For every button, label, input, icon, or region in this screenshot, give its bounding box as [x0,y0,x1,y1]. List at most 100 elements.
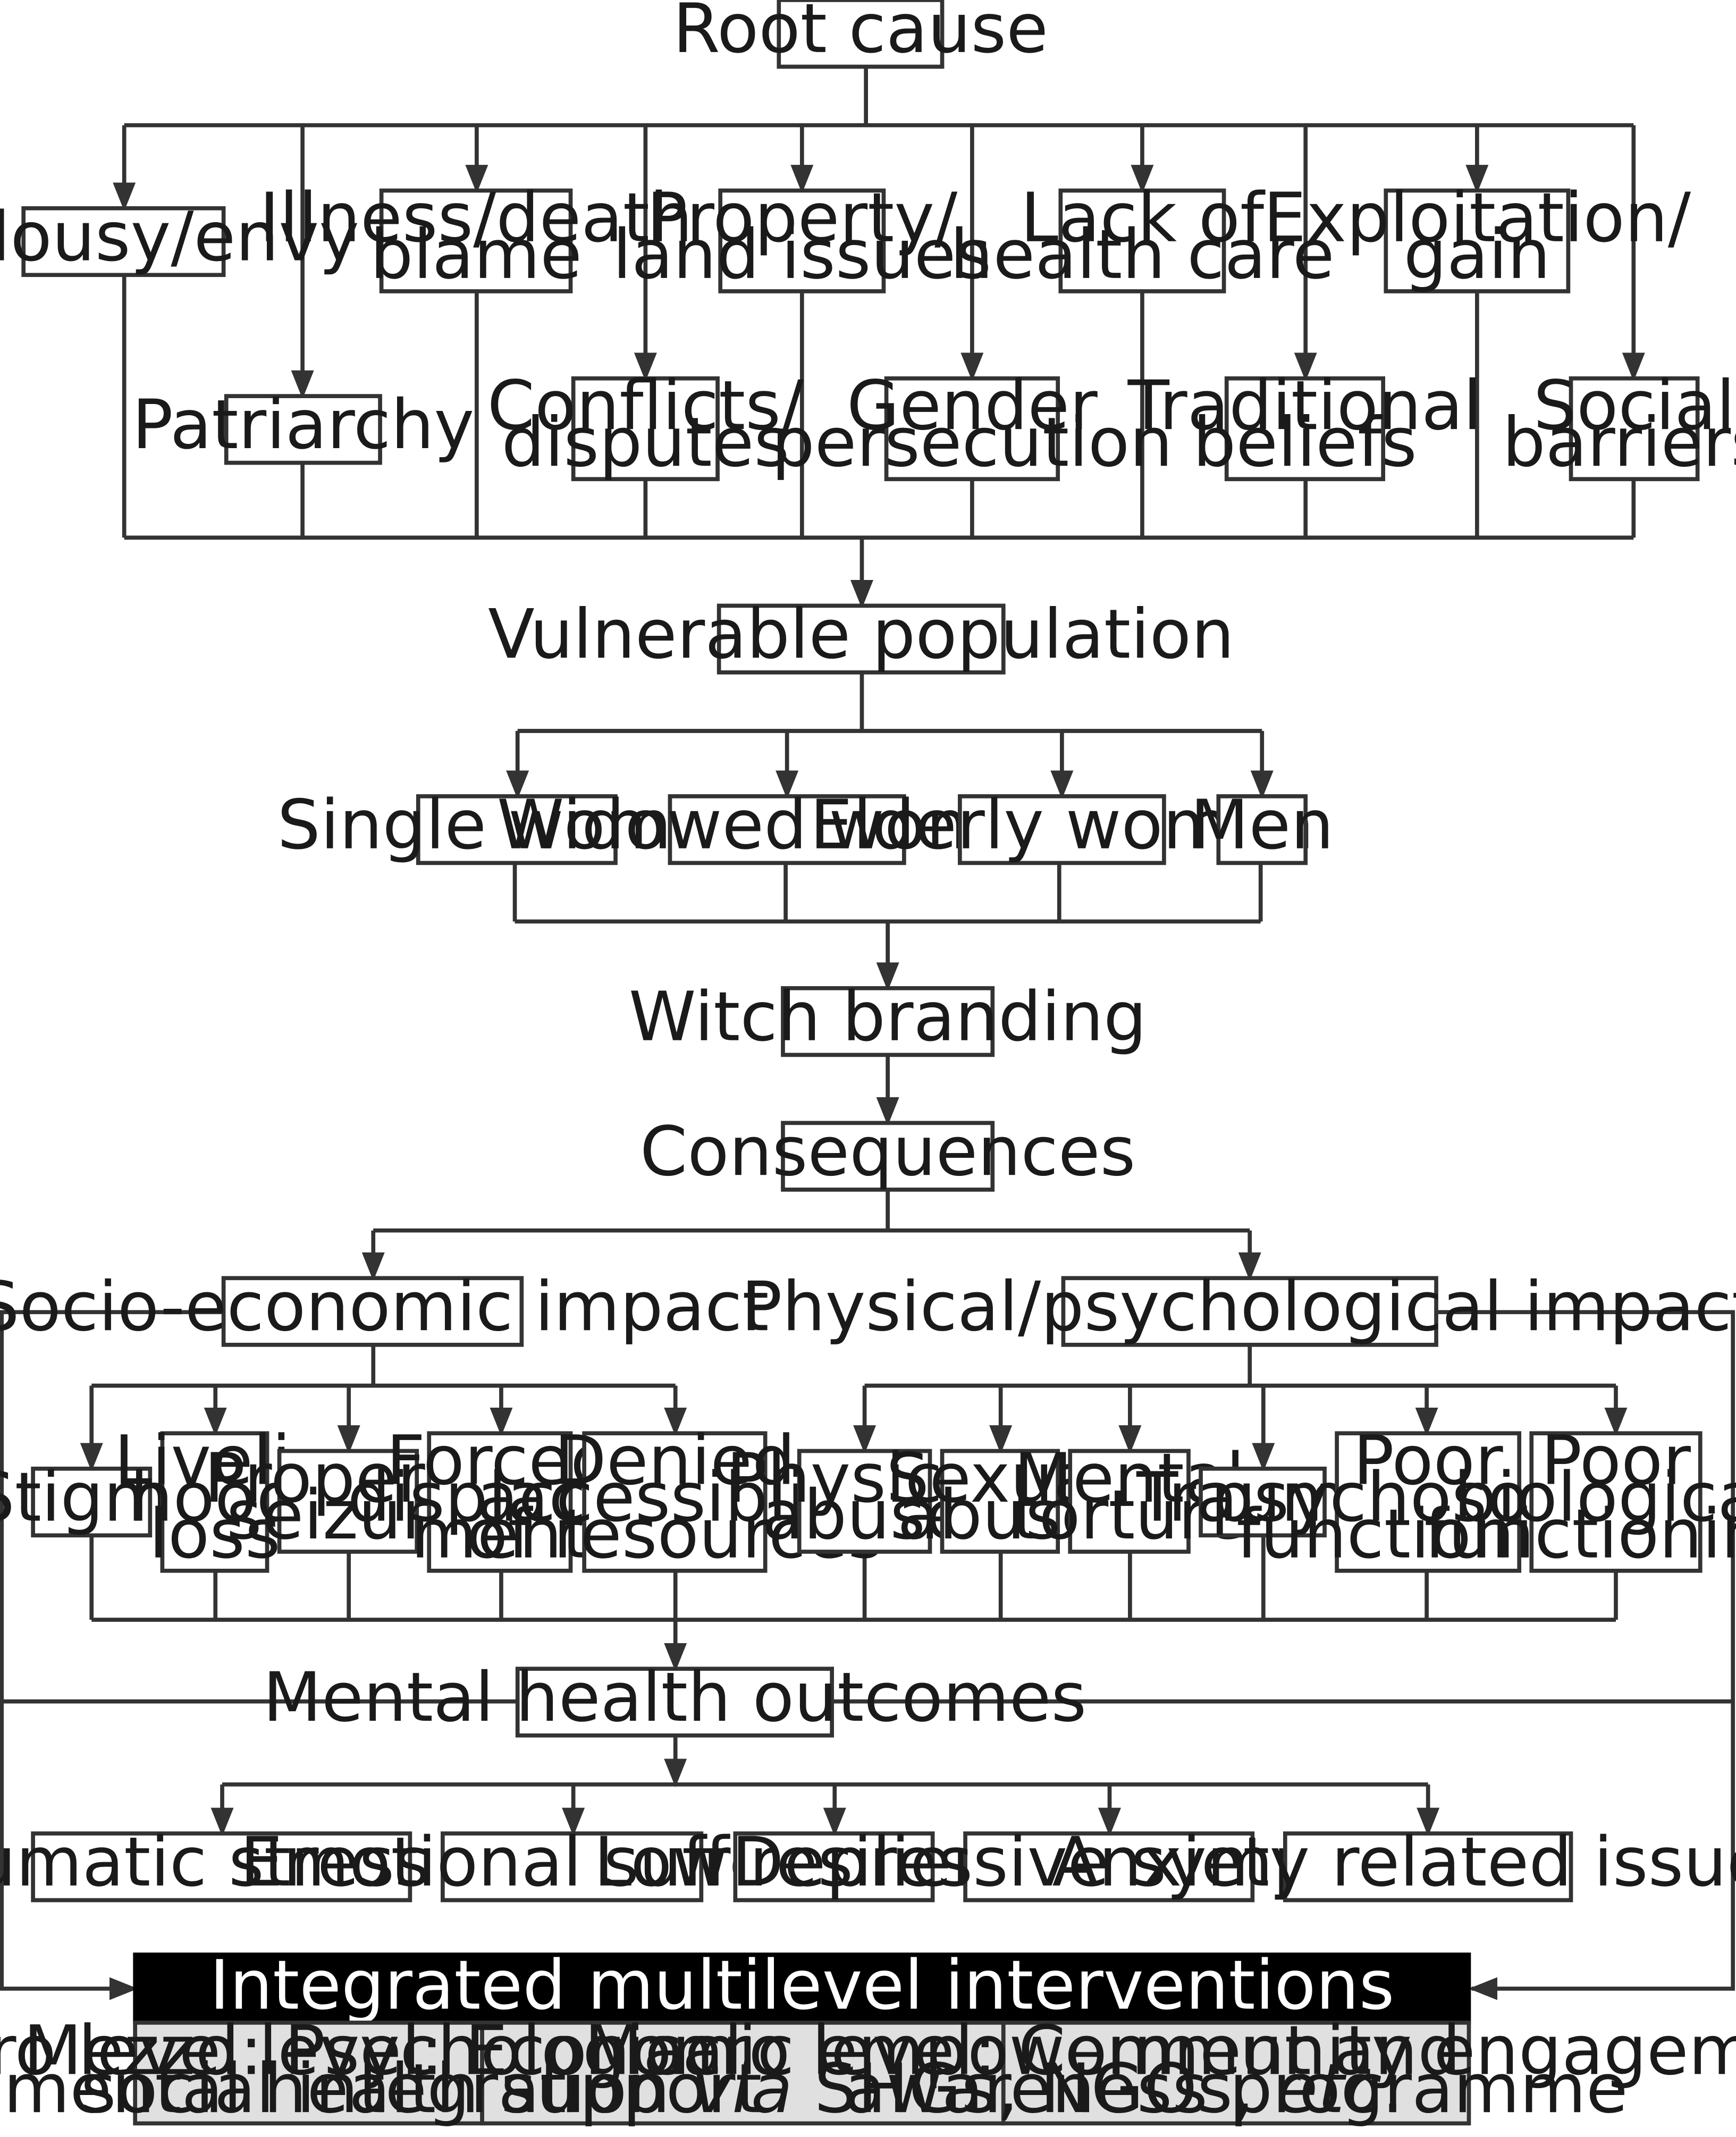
cause-social-barriers-label: barriers [1502,403,1736,482]
group-single-woman-frame [416,794,618,865]
witch-branding-box-label: Witch branding [629,978,1147,1057]
outcome-anxiety-related-issues-frame [1283,1831,1573,1903]
interventions-title: Integrated multilevel interventions [209,1946,1394,2025]
physical-abuse-box-label: abuse [762,1476,967,1555]
socio-economic-impact-box-label: Socio-economic impact [0,1267,769,1347]
socio-forced-displacement-frame [427,1431,573,1573]
outcome-low-resilience-frame [733,1831,935,1903]
cause-conflicts-disputes: Conflicts/disputes [487,366,804,482]
poor-biological-functioning-frame [1529,1431,1703,1573]
cause-lack-of-health-care-label: health care [950,215,1334,295]
cause-jealousy-envy: Jealousy/envy [0,198,359,277]
cause-patriarchy: Patriarchy [132,385,474,465]
mental-health-outcomes-box-label: Mental health outcomes [263,1658,1087,1737]
interventions-header [133,1953,1471,2025]
cause-illness-death-blame-frame [379,188,573,293]
socio-stigma-frame [31,1466,153,1538]
mezzo-level-line: Mezzo level: Economic empowerment and [23,2012,1461,2091]
group-men: Men [1190,786,1334,865]
mezzo-level-run: SHGs, NGOs, [793,2049,1276,2128]
cause-conflicts-disputes-frame [571,376,720,482]
cause-exploitation-gain-label: gain [1404,215,1550,295]
consequences-box-frame [781,1121,995,1192]
physical-psychological-impact-box-frame [1061,1276,1438,1347]
outcome-emotional-suffering-frame [441,1831,704,1903]
mezzo-level-run: via [692,2049,793,2128]
outcome-anxiety-related-issues-label: Anxiety related issues [1052,1823,1736,1902]
group-elderly-woman-frame [957,794,1166,865]
consequences-box: Consequences [640,1112,1135,1192]
cause-illness-death-blame-label: Illness/death [259,179,693,258]
socio-economic-impact-box: Socio-economic impact [0,1267,769,1347]
socio-economic-impact-box-frame [221,1276,524,1347]
cause-patriarchy-frame [224,394,382,465]
cause-exploitation-gain-frame [1384,188,1571,293]
cause-gender-persecution-label: Gender [847,366,1098,445]
cause-lack-of-health-care-label: Lack of [1021,179,1266,258]
outcome-depressive-symptoms-frame [963,1831,1255,1903]
cause-patriarchy-label: Patriarchy [132,385,474,465]
mezzo-level-line: social integration via SHGs, NGOs, etc. [81,2049,1404,2128]
connector-lines [0,66,1735,2000]
mental-health-outcomes-box: Mental health outcomes [263,1658,1087,1738]
outcome-ptsd-frame [31,1831,412,1903]
right-outer-feedback [1436,1310,1735,2000]
socio-livelihood-loss-frame [160,1431,269,1573]
poor-psychosocial-functioning-frame [1335,1431,1522,1573]
physical-psychological-impact-box-label: Physical/psychological impact [741,1267,1736,1347]
macro-level-line: Macro level: Community engagement, [584,2012,1736,2091]
cause-property-land-issues-label: Property/ [646,179,958,258]
cause-jealousy-envy-frame [21,206,226,277]
micro-level-line: and mental health support [0,2049,762,2128]
cause-social-barriers: Socialbarriers [1502,366,1736,482]
cause-jealousy-envy-label: Jealousy/envy [0,198,359,277]
trauma-box-frame [1199,1466,1327,1538]
poor-biological-functioning-label: biological [1454,1458,1736,1537]
poor-biological-functioning: Poorbiologicalfunctioning [1425,1421,1736,1574]
group-widowed-woman-frame [668,794,906,865]
mezzo-level-run: etc [1276,2049,1381,2128]
cause-conflicts-disputes-label: disputes [502,403,790,482]
witch-branding-box: Witch branding [629,978,1147,1057]
root-cause-box-frame [777,0,945,69]
cause-exploitation-gain: Exploitation/gain [1263,179,1691,295]
cause-traditional-beliefs-label: beliefs [1193,403,1417,482]
socio-forced-displacement-label: Forced [386,1421,614,1501]
cause-traditional-beliefs-label: Traditional [1127,366,1482,445]
sexual-abuse-box-frame [940,1449,1060,1554]
cause-property-land-issues-label: land issues [612,215,991,295]
mezzo-level-cell [480,2021,1006,2126]
cause-gender-persecution-frame [884,376,1060,482]
physical-psychological-impact-box: Physical/psychological impact [741,1267,1736,1347]
socio-denied-accessibility-frame [582,1431,768,1573]
mezzo-level-run: social integration [81,2049,692,2128]
macro-level-line: awareness programme [845,2049,1628,2128]
outcome-anxiety-related-issues: Anxiety related issues [1052,1823,1736,1903]
cause-social-barriers-label: Social [1533,366,1735,445]
poor-psychosocial-functioning-label: Poor [1353,1421,1503,1501]
cause-property-land-issues-frame [718,188,886,293]
vulnerable-population-box-label: Vulnerable population [488,595,1234,674]
socio-denied-accessibility-label: Denied [554,1421,795,1501]
socio-property-seizure-frame [277,1449,419,1554]
mental-torture-box-frame [1068,1449,1191,1554]
socio-livelihood-loss-label: loss [149,1495,280,1574]
socio-livelihood-loss-label: hood [130,1458,299,1537]
vulnerable-population-box: Vulnerable population [488,595,1234,675]
root-cause-box-label: Root cause [673,0,1048,69]
vulnerable-population-box-frame [717,603,1006,675]
cause-lack-of-health-care-frame [1058,188,1226,293]
witch-branding-box-frame [781,986,995,1057]
physical-abuse-box-frame [797,1449,932,1554]
integrated-interventions: Integrated multilevel interventionsMicro… [0,1946,1736,2129]
left-outer-feedback [0,1310,224,2000]
mezzo-level-run: . [1382,2049,1404,2128]
micro-level-line: Micro level: Psychological [0,2012,743,2091]
group-men-frame [1216,794,1308,865]
cause-conflicts-disputes-label: Conflicts/ [487,366,804,445]
